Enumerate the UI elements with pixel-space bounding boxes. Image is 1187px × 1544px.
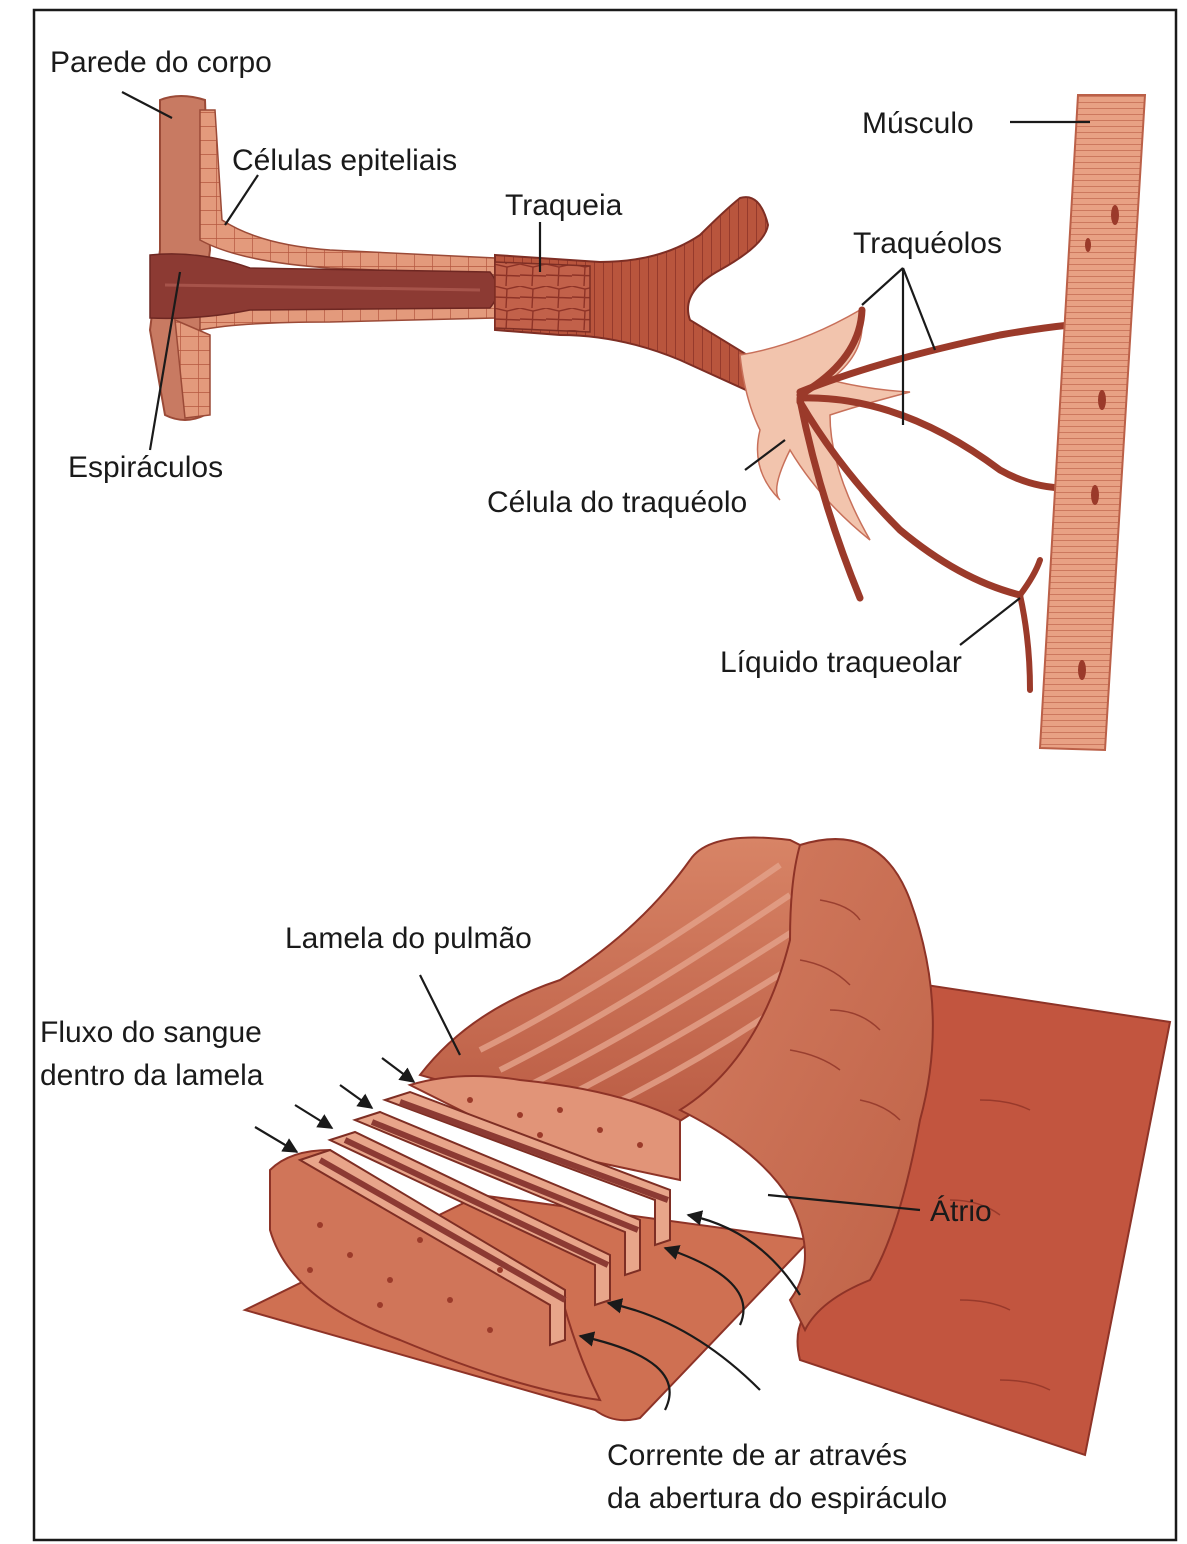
label-spiracles: Espiráculos xyxy=(68,451,223,484)
label-airflow-line1: Corrente de ar através xyxy=(607,1439,907,1472)
tracheal-system-illustration xyxy=(150,95,1145,750)
epithelial-cell-layer-upper xyxy=(200,110,495,275)
label-muscle: Músculo xyxy=(862,107,974,140)
label-atrium: Átrio xyxy=(930,1195,992,1228)
label-tracheoles: Traquéolos xyxy=(853,227,1002,260)
label-lung-lamella: Lamela do pulmão xyxy=(285,922,532,955)
label-tracheolar-fluid: Líquido traqueolar xyxy=(720,646,962,679)
label-trachea: Traqueia xyxy=(505,189,623,222)
label-blood-flow-line2: dentro da lamela xyxy=(40,1059,264,1092)
label-airflow-line2: da abertura do espiráculo xyxy=(607,1482,947,1515)
label-blood-flow-line1: Fluxo do sangue xyxy=(40,1016,262,1049)
epithelial-cell-layer-lower xyxy=(175,300,495,418)
label-body-wall: Parede do corpo xyxy=(50,46,272,79)
label-tracheole-cell: Célula do traquéolo xyxy=(487,486,747,519)
label-epithelial-cells: Células epiteliais xyxy=(232,144,457,177)
muscle-fiber xyxy=(1040,95,1145,750)
